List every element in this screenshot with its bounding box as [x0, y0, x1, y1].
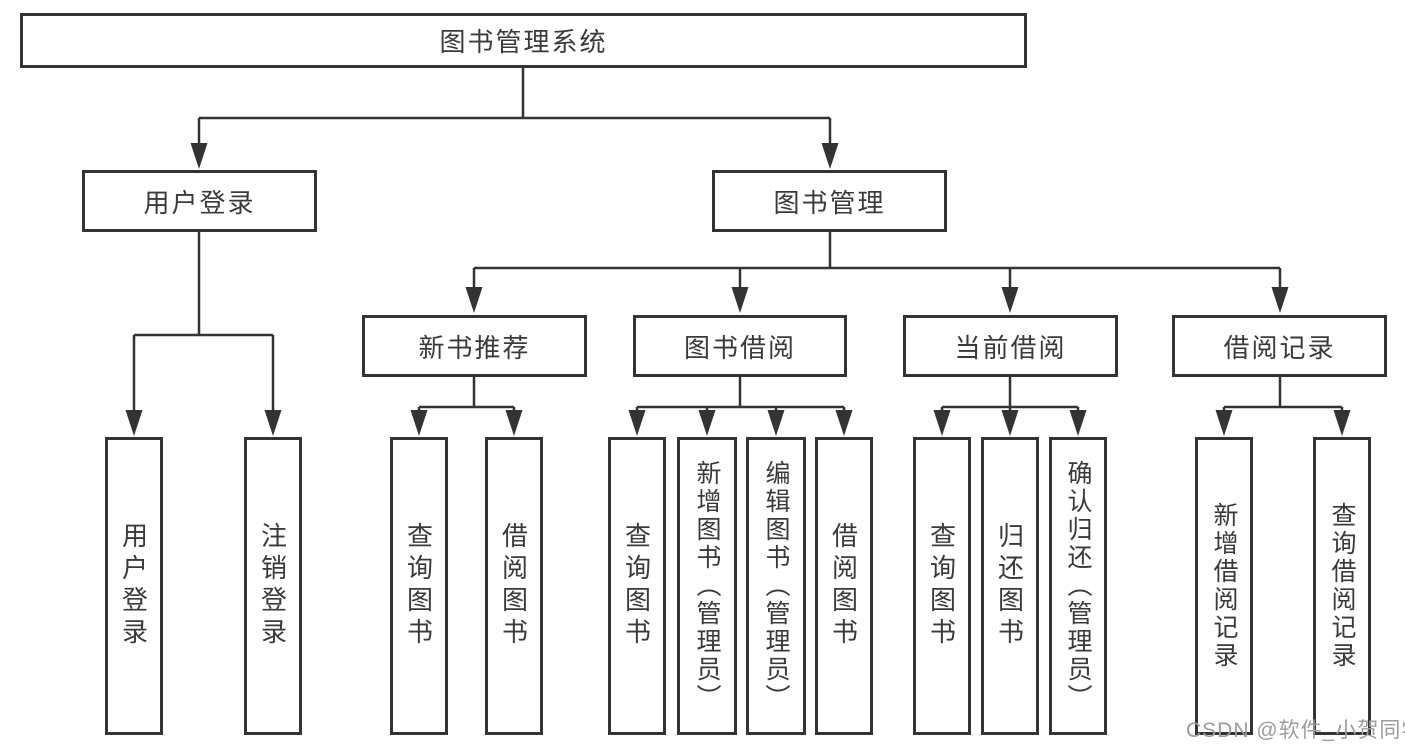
node-label: 查询图书	[621, 522, 652, 650]
node-label: 查询图书	[926, 522, 957, 650]
leaf-borrow-books-recommend: 借阅图书	[485, 437, 543, 735]
leaf-query-borrow-record: 查询借阅记录	[1313, 437, 1371, 735]
node-label: 用户登录	[118, 522, 149, 650]
leaf-edit-books-admin: 编辑图书（管理员）	[746, 437, 806, 735]
leaf-query-books-current: 查询图书	[913, 437, 971, 735]
leaf-query-books-recommend: 查询图书	[390, 437, 448, 735]
node-new-book-recommend: 新书推荐	[362, 315, 587, 377]
node-label: 注销登录	[257, 522, 288, 650]
node-label: 新书推荐	[418, 332, 531, 363]
leaf-add-books-admin: 新增图书（管理员）	[677, 437, 737, 735]
node-label: 图书借阅	[683, 332, 796, 363]
leaf-logout: 注销登录	[244, 437, 302, 735]
node-label: 用户登录	[143, 187, 256, 218]
node-label: 借阅记录	[1223, 332, 1336, 363]
node-label: 归还图书	[994, 522, 1025, 650]
node-label: 借阅图书	[498, 522, 529, 650]
csdn-watermark: CSDN @软件_小贺同学	[1186, 719, 1405, 742]
leaf-confirm-return-admin: 确认归还（管理员）	[1049, 437, 1107, 735]
node-label: 查询借阅记录	[1328, 502, 1356, 670]
node-label: 新增借阅记录	[1210, 502, 1238, 670]
node-label: 新增图书（管理员）	[693, 460, 721, 712]
leaf-add-borrow-record: 新增借阅记录	[1195, 437, 1253, 735]
arrowheads	[125, 143, 1351, 436]
node-book-management: 图书管理	[712, 170, 947, 232]
node-borrowing-records: 借阅记录	[1172, 315, 1387, 377]
leaf-return-books: 归还图书	[981, 437, 1039, 735]
node-label: 当前借阅	[954, 332, 1067, 363]
leaf-borrow-books: 借阅图书	[815, 437, 873, 735]
node-user-login: 用户登录	[82, 170, 317, 232]
node-label: 借阅图书	[828, 522, 859, 650]
node-label: 图书管理	[773, 187, 886, 218]
node-label: 图书管理系统	[439, 27, 608, 57]
leaf-query-books-borrowing: 查询图书	[608, 437, 666, 735]
node-label: 确认归还（管理员）	[1064, 460, 1092, 712]
leaf-user-login: 用户登录	[105, 437, 163, 735]
node-label: 查询图书	[403, 522, 434, 650]
node-current-borrowing: 当前借阅	[903, 315, 1118, 377]
node-library-management-system: 图书管理系统	[20, 13, 1027, 68]
node-label: 编辑图书（管理员）	[762, 460, 790, 712]
node-book-borrowing: 图书借阅	[633, 315, 847, 377]
